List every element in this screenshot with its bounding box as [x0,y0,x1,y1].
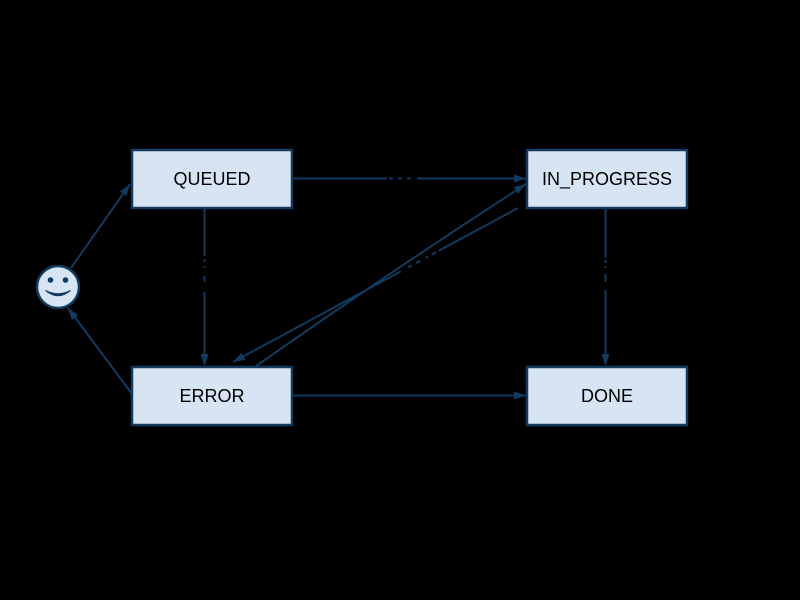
node-queued-label: QUEUED [173,169,250,189]
node-in-progress-box [525,148,689,210]
node-done: DONE [525,365,689,427]
edge-initial-to-queued [70,183,131,269]
edge-error-to-initial [67,307,133,395]
smiley-face-icon [35,264,81,310]
node-error-label: ERROR [179,386,244,406]
node-initial [35,264,81,310]
node-queued-box [130,148,294,210]
smiley-left-eye [47,277,54,283]
node-done-label: DONE [581,386,633,406]
node-error: ERROR [130,365,294,427]
edge-in-progress-to-error [232,207,519,363]
edge-error-to-in-progress [255,183,527,367]
node-in-progress-label: IN_PROGRESS [542,169,672,190]
node-done-box [525,365,689,427]
node-error-box [130,365,294,427]
node-in-progress: IN_PROGRESS [525,148,689,210]
node-queued: QUEUED [130,148,294,210]
smiley-mouth [45,290,71,297]
smiley-right-eye [62,277,69,283]
